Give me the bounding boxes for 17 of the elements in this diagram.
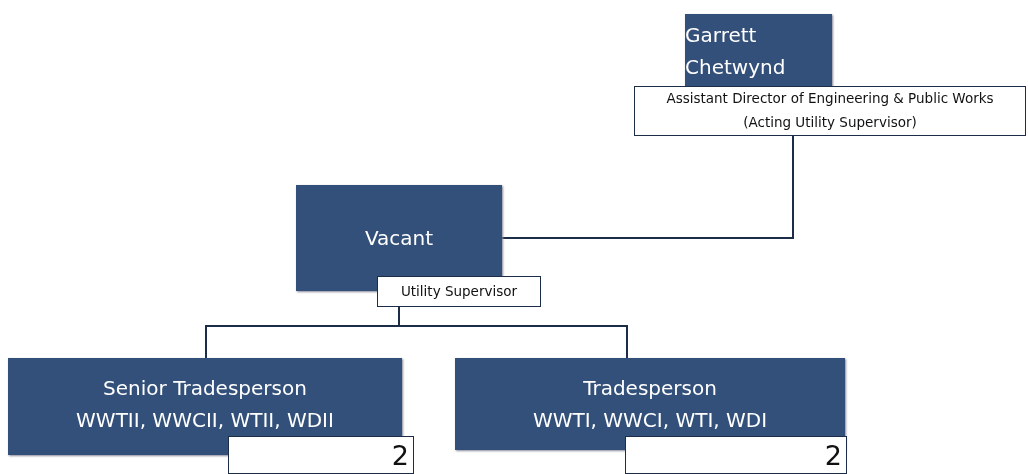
box-text: Senior Tradesperson xyxy=(103,375,307,402)
connector-line xyxy=(398,306,628,359)
box-text: Garrett Chetwynd xyxy=(685,22,787,81)
box-text: 2 xyxy=(824,439,842,471)
headcount-box xyxy=(228,436,414,474)
position-box xyxy=(685,14,832,88)
box-text: Tradesperson xyxy=(583,375,717,402)
box-text: 2 xyxy=(391,439,409,471)
job-title-box xyxy=(634,86,1026,136)
grade-list: WWTII, WWCII, WTII, WDII xyxy=(76,404,334,436)
box-text: Utility Supervisor xyxy=(400,281,518,301)
job-title-box xyxy=(377,276,541,307)
grade-list: WWTI, WWCI, WTI, WDI xyxy=(532,404,768,436)
connector-line xyxy=(501,135,794,239)
headcount-box xyxy=(625,436,847,474)
box-text: Vacant xyxy=(364,225,434,252)
box-text: Assistant Director of Engineering & Public Works (Acting Utility Supervisor) xyxy=(665,89,995,132)
